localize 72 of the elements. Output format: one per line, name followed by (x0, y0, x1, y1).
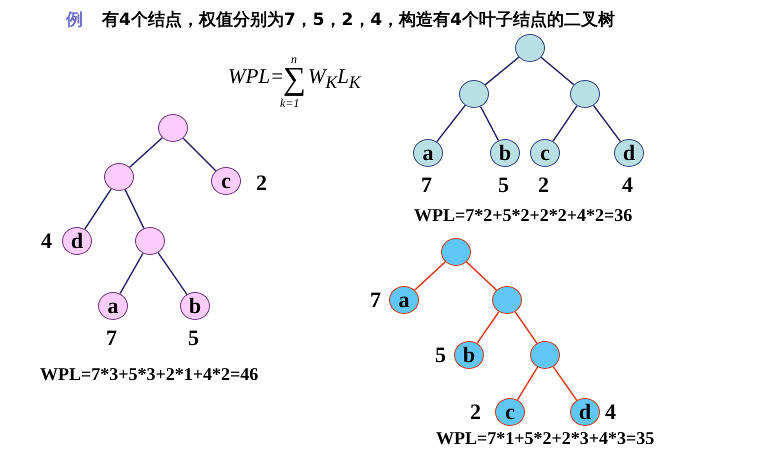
leaf-node (211, 167, 241, 195)
leaf-node (454, 341, 484, 369)
leaf-node (389, 286, 419, 314)
tree-edge (514, 311, 538, 344)
weight-value: 2 (538, 173, 549, 197)
leaf-node (495, 398, 525, 426)
leaf-node (490, 139, 520, 167)
tree-edge (158, 252, 188, 295)
tree-node-circle (570, 80, 600, 108)
leaf-node (614, 139, 644, 167)
weight-value: 2 (256, 171, 267, 195)
weight-value: 5 (435, 343, 446, 367)
node-letter: d (70, 228, 84, 254)
leaf-node (62, 227, 92, 255)
tree-edge (124, 189, 144, 229)
leaf-node (98, 292, 128, 320)
tree-edge (540, 56, 574, 86)
tree-node-circle (135, 227, 165, 255)
wpl-formula: WPL=7*2+5*2+2*2+4*2=36 (414, 205, 632, 226)
node-letter: c (505, 399, 515, 425)
tree-edge (484, 56, 520, 86)
leaf-node (180, 292, 210, 320)
node-letter: d (622, 140, 636, 166)
node-letter: b (462, 342, 476, 368)
weight-value: 7 (370, 288, 381, 312)
tree-node-circle (515, 34, 545, 62)
tree-node-circle (104, 163, 134, 191)
node-letter: a (398, 287, 410, 313)
weight-value: 4 (41, 229, 52, 253)
wpl-formula: WPL=7*3+5*3+2*1+4*2=46 (40, 364, 258, 385)
leaf-node (570, 398, 600, 426)
weight-value: 7 (421, 173, 432, 197)
tree-edge (182, 138, 216, 172)
tree-edge (592, 105, 622, 142)
tree-node-circle (492, 286, 522, 314)
tree-node-circle (158, 114, 188, 142)
tree-node-circle (530, 341, 560, 369)
tree-edge (414, 261, 446, 291)
tree-edge (84, 188, 112, 230)
example-marker: 例 (66, 9, 83, 31)
weight-value: 4 (622, 173, 633, 197)
tree-edge (552, 366, 578, 401)
wpl-formula: WPL=7*1+5*2+2*3+4*3=35 (436, 428, 654, 449)
tree-node-circle (441, 238, 471, 266)
node-letter: d (578, 399, 592, 425)
node-letter: c (221, 168, 231, 194)
node-letter: a (422, 140, 434, 166)
node-letter: b (498, 140, 512, 166)
tree-edge (436, 104, 466, 142)
weight-value: 2 (470, 400, 481, 424)
weight-value: 5 (188, 326, 199, 350)
node-letter: c (540, 140, 550, 166)
formula-text: WPL= (228, 64, 284, 89)
tree-edge (476, 311, 500, 344)
weight-value: 5 (498, 173, 509, 197)
weight-value: 4 (605, 400, 616, 424)
sum-limit: k=1 (280, 96, 300, 111)
tree-node-circle (459, 80, 489, 108)
tree-edge (466, 261, 497, 291)
tree-edge (552, 105, 578, 142)
tree-edge (129, 137, 163, 168)
title: 有4个结点，权值分别为7，5，2，4，构造有4个叶子结点的二叉树 (102, 9, 615, 31)
tree-edge (119, 253, 144, 294)
sum-limit: n (291, 52, 297, 67)
weight-value: 7 (106, 326, 117, 350)
tree-edge (480, 106, 500, 141)
leaf-node (530, 139, 560, 167)
node-letter: b (188, 293, 202, 319)
tree-edge (516, 366, 538, 400)
leaf-node (413, 139, 443, 167)
formula-text: W$_{K}$L$_{K}$ (308, 64, 361, 94)
node-letter: a (108, 293, 118, 319)
